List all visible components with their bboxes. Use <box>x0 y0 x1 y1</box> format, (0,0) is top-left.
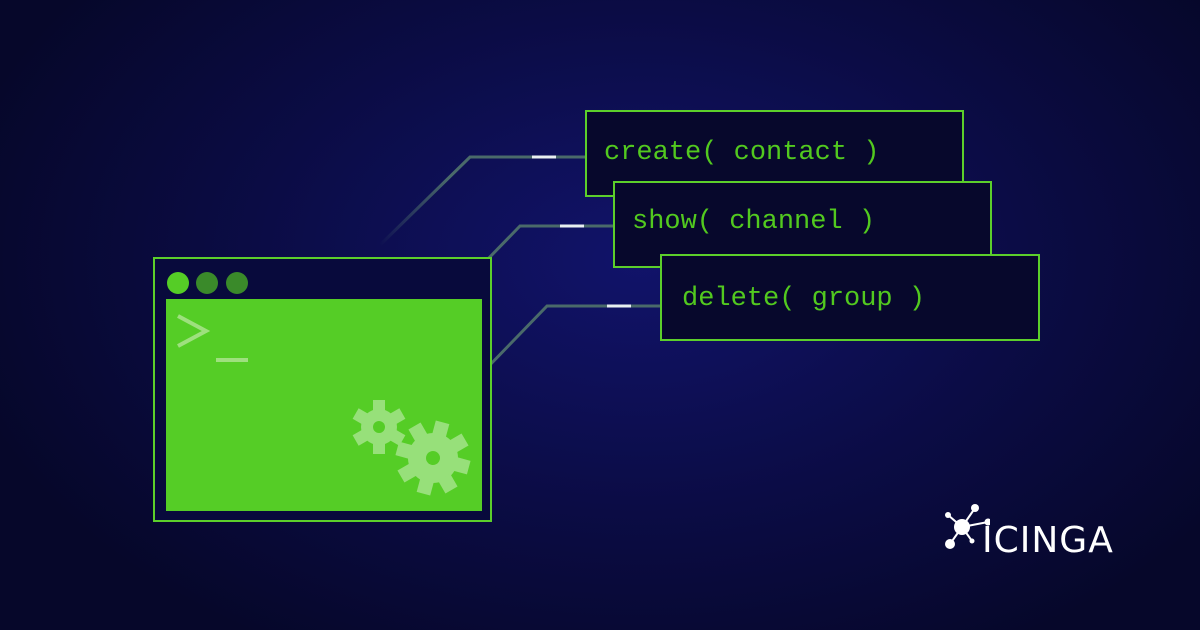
command-label: delete( group ) <box>682 284 926 314</box>
icinga-logo-icon <box>945 504 990 549</box>
command-label: show( channel ) <box>632 207 876 237</box>
command-label: create( contact ) <box>604 138 880 168</box>
window-dot-maximize <box>226 272 248 294</box>
prompt-icon <box>177 314 248 362</box>
window-dot-minimize <box>196 272 218 294</box>
connector-line-1 <box>378 155 585 247</box>
icinga-logo-text: ICINGA <box>982 520 1114 561</box>
command-box-delete: delete( group ) <box>660 254 1040 341</box>
gears-icon <box>352 400 471 496</box>
window-dot-close <box>167 272 189 294</box>
terminal-screen <box>166 299 482 511</box>
connector-line-3 <box>483 304 660 372</box>
terminal-window <box>153 257 492 522</box>
